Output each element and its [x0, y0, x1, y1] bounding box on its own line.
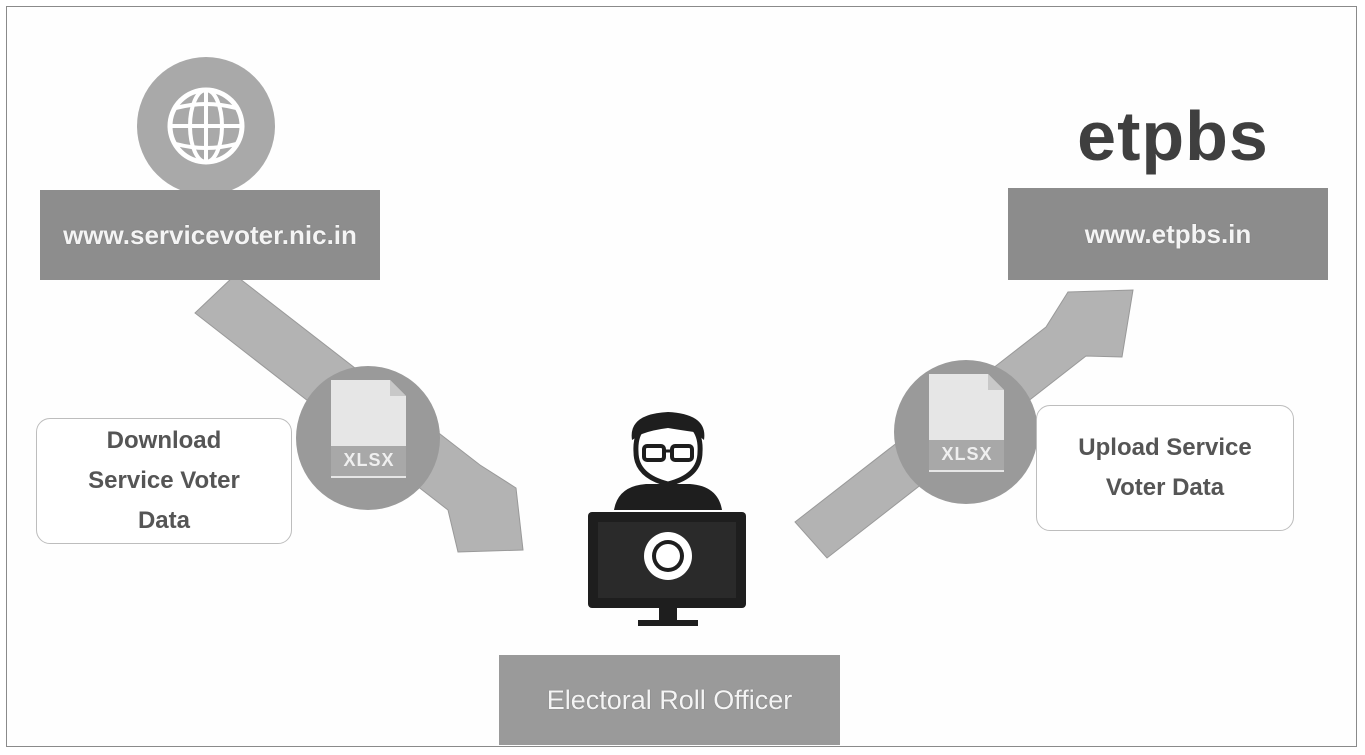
upload-label-line2: Voter Data [1105, 474, 1225, 501]
download-label-line2: Service Voter [88, 467, 240, 494]
download-label-line3: Data [137, 507, 190, 534]
upload-label-line1: Upload Service [1078, 434, 1252, 461]
servicevoter-site-box: www.servicevoter.nic.in [40, 190, 380, 280]
download-file-icon [296, 366, 440, 510]
upload-file-type: XLSX [941, 444, 993, 464]
upload-callout: Upload Service Voter Data [1036, 405, 1294, 531]
user-at-computer-icon [588, 412, 746, 626]
etpbs-url-label: www.etpbs.in [1084, 218, 1252, 249]
globe-icon [137, 57, 275, 195]
download-label-line1: Download [106, 427, 222, 454]
upload-file-icon [894, 360, 1038, 504]
servicevoter-url-label: www.servicevoter.nic.in [63, 219, 357, 250]
download-callout: Download Service Voter Data [36, 418, 292, 544]
etpbs-site-box: www.etpbs.in [1008, 188, 1328, 280]
officer-box: Electoral Roll Officer [499, 655, 840, 745]
download-file-type: XLSX [343, 450, 395, 470]
etpbs-logo: etpbs [1077, 97, 1269, 175]
officer-label: Electoral Roll Officer [546, 684, 793, 715]
